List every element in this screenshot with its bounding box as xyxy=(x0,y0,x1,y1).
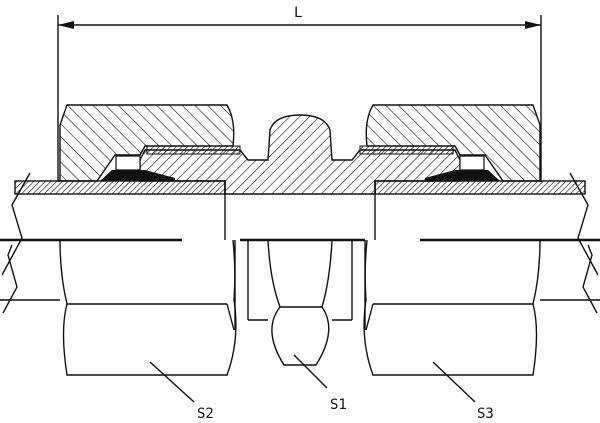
label-s1: S1 xyxy=(330,397,347,413)
fitting-body xyxy=(139,114,461,195)
dimension-l: L xyxy=(57,5,542,182)
left-nut-section xyxy=(59,104,235,182)
right-nut-section xyxy=(365,104,541,182)
label-s3: S3 xyxy=(477,406,494,422)
body-hex-s1: S1 xyxy=(234,239,366,413)
hex-nut-s3: S3 xyxy=(363,239,541,422)
dimension-label: L xyxy=(294,5,302,21)
label-s2: S2 xyxy=(197,406,214,422)
hex-nut-s2: S2 xyxy=(59,239,237,422)
tube-lower xyxy=(0,244,600,314)
